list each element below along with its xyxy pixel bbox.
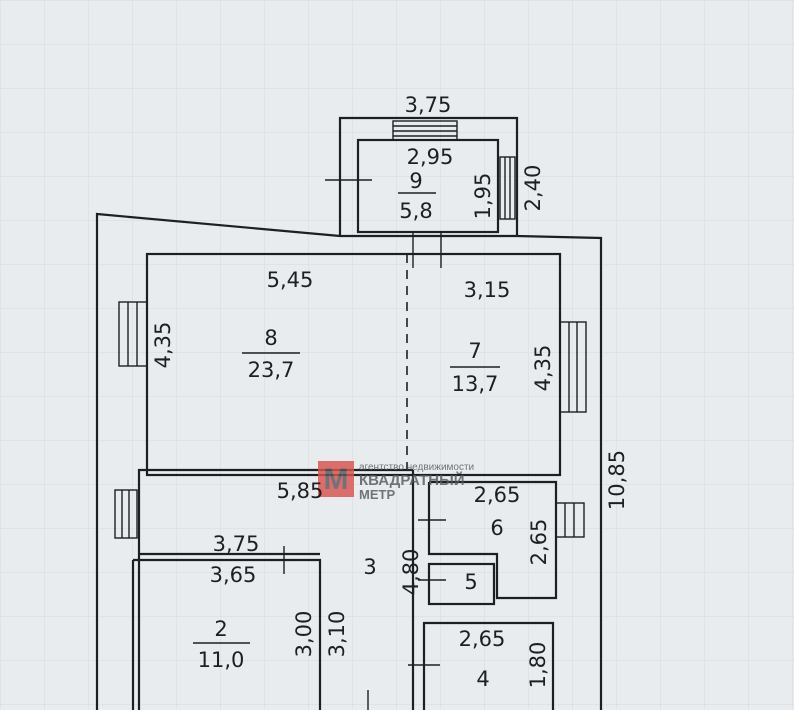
window-right-upper <box>559 321 587 413</box>
porch-top-steps <box>392 120 458 141</box>
dim-r3-corridor-length: 4,80 <box>399 549 423 596</box>
window-left-lower <box>114 489 138 539</box>
room-4-number: 4 <box>476 667 489 691</box>
watermark-logo-box <box>318 461 354 497</box>
room-7-area: 13,7 <box>452 372 499 396</box>
dim-porch-outer-depth: 2,40 <box>521 165 545 212</box>
agency-watermark: М агентство недвижимости КВАДРАТНЫЙ МЕТР <box>318 461 474 502</box>
porch-side-steps <box>499 156 516 220</box>
room-9-area: 5,8 <box>399 199 432 223</box>
dim-porch-inner-depth: 1,95 <box>471 173 495 220</box>
dim-porch-outer-width: 3,75 <box>405 93 452 117</box>
watermark-line2: КВАДРАТНЫЙ <box>359 471 465 489</box>
dim-porch-inner-width: 2,95 <box>407 145 454 169</box>
room-2-number: 2 <box>214 617 227 641</box>
dim-r6-depth: 2,65 <box>527 519 551 566</box>
dim-r6-width: 2,65 <box>474 483 521 507</box>
room-6-number: 6 <box>490 516 503 540</box>
room-9-label: 9 5,8 <box>398 169 436 223</box>
house-outer-wall <box>95 212 603 710</box>
room-3-number: 3 <box>363 555 376 579</box>
room-2-area: 11,0 <box>198 648 245 672</box>
dim-r2-depth-right: 3,10 <box>325 611 349 658</box>
dim-r8-width: 5,45 <box>267 268 314 292</box>
dim-r3-width: 5,85 <box>277 479 324 503</box>
watermark-line3: МЕТР <box>359 487 395 502</box>
room-9-number: 9 <box>409 169 422 193</box>
dim-r2-width-top: 3,75 <box>213 532 260 556</box>
dim-r7-width: 3,15 <box>464 278 511 302</box>
porch-entry-door <box>325 172 372 190</box>
dim-r8-depth: 4,35 <box>151 322 175 369</box>
room-2-label: 2 11,0 <box>193 617 250 672</box>
door-marks <box>268 519 446 710</box>
room-7-number: 7 <box>468 339 481 363</box>
room-5-number: 5 <box>464 570 477 594</box>
room-7-label: 7 13,7 <box>450 339 500 396</box>
watermark-logo-letter: М <box>324 463 349 496</box>
dim-r4-depth: 1,80 <box>526 642 550 689</box>
porch-to-house-opening <box>412 232 442 268</box>
watermark-line1: агентство недвижимости <box>359 462 474 473</box>
room-8-area: 23,7 <box>248 358 295 382</box>
dim-r2-depth-left: 3,00 <box>292 611 316 658</box>
room-8-number: 8 <box>264 326 277 350</box>
dim-total-depth: 10,85 <box>605 450 629 510</box>
dim-r7-depth: 4,35 <box>531 345 555 392</box>
dim-r4-width: 2,65 <box>459 627 506 651</box>
lower-block-walls <box>131 468 558 710</box>
dim-r2-width-bottom: 3,65 <box>210 563 257 587</box>
room-8-label: 8 23,7 <box>242 326 300 382</box>
window-left-upper <box>118 301 148 367</box>
